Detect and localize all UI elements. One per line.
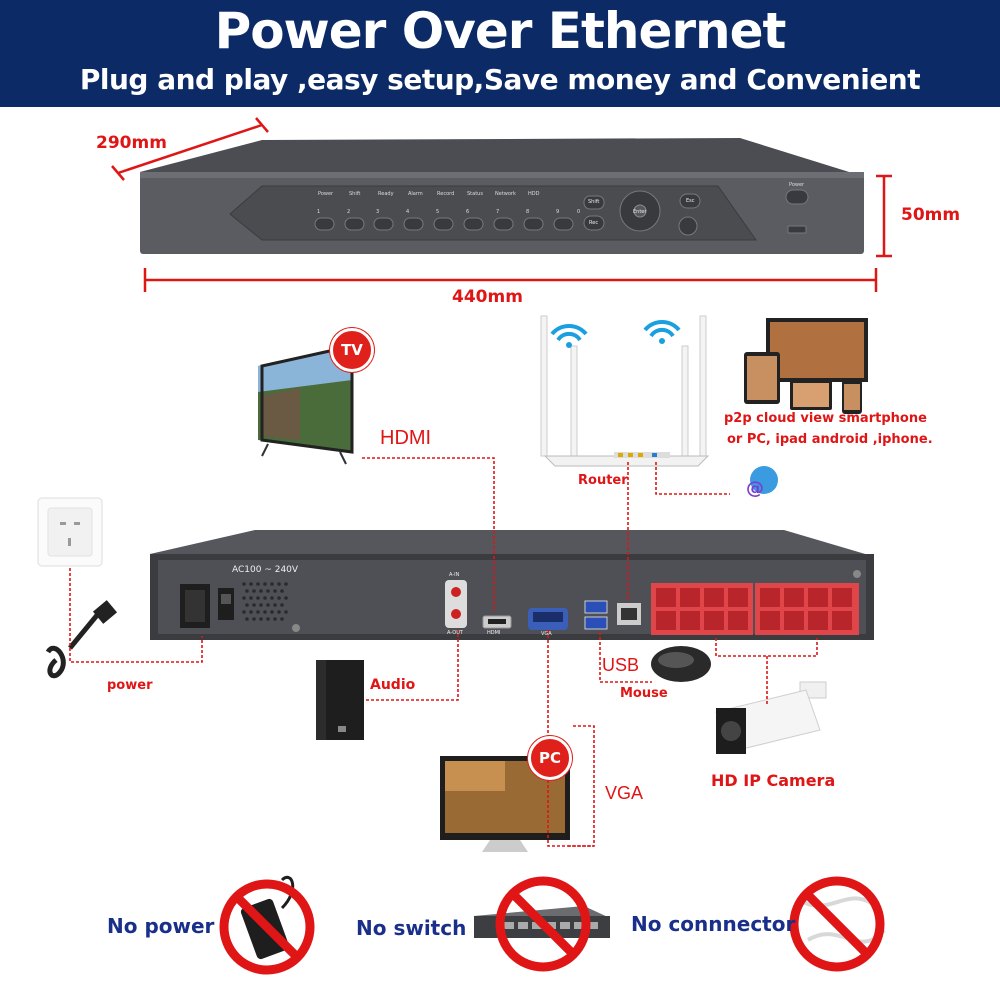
poe-ports [656, 588, 852, 630]
prohibition-icon [219, 876, 885, 975]
audio-out-label: A-OUT [447, 630, 463, 636]
width-label: 440mm [452, 287, 523, 307]
ac-voltage-label: AC100 ~ 240V [232, 565, 299, 575]
svg-text:@: @ [746, 478, 764, 499]
router-label: Router [578, 473, 628, 488]
audio-label: Audio [370, 677, 416, 693]
hdmi-label: HDMI [380, 427, 432, 449]
speaker-image [316, 660, 364, 740]
indicator-power: Power [318, 191, 334, 197]
mouse-image [651, 646, 711, 682]
nvr-front-unit [140, 138, 864, 254]
hdmi-port-label: HDMI [487, 630, 501, 636]
height-label: 50mm [901, 205, 961, 225]
channel-number: 2 [347, 209, 351, 215]
indicator-shift: Shift [349, 191, 361, 197]
no-switch-label: No switch [356, 916, 467, 940]
indicator-hdd: HDD [528, 191, 540, 197]
hd-ip-camera-label: HD IP Camera [711, 771, 836, 790]
power-label: power [107, 678, 153, 693]
devices-image [744, 318, 868, 414]
channel-number: 6 [466, 209, 470, 215]
usb-label: USB [602, 655, 640, 675]
ip-camera-image [715, 681, 827, 754]
no-connector-label: No connnector [631, 912, 796, 936]
vga-port-label: VGA [541, 631, 552, 637]
channel-number: 5 [436, 209, 440, 215]
page-title: Power Over Ethernet [214, 2, 787, 60]
audio-in-label: A-IN [449, 572, 460, 578]
pc-badge: PC [528, 736, 572, 780]
enter-button-label: Enter [633, 209, 647, 215]
power-cable-image [45, 612, 100, 679]
channel-number: 9 [556, 209, 560, 215]
p2p-line-1: p2p cloud view smartphone [724, 411, 927, 426]
no-power-label: No power [107, 914, 215, 938]
indicator-status: Status [467, 191, 483, 197]
channel-number: 0 [577, 209, 581, 215]
wifi-icon [550, 319, 681, 342]
indicator-network: Network [495, 191, 516, 197]
channel-number: 1 [317, 209, 321, 215]
dimension-lines [111, 117, 892, 292]
channel-number: 7 [496, 209, 500, 215]
channel-number: 4 [406, 209, 410, 215]
esc-button-label: Esc [686, 198, 695, 204]
channel-number: 8 [526, 209, 530, 215]
router-image [540, 315, 710, 467]
globe-icon: @ [746, 466, 778, 499]
wall-socket-image [37, 497, 103, 567]
front-power-label: Power [789, 182, 805, 188]
connection-lines [69, 457, 818, 847]
indicator-record: Record [437, 191, 455, 197]
rec-button-label: Rec [589, 220, 599, 226]
p2p-line-2: or PC, ipad android ,iphone. [727, 432, 933, 447]
mouse-label: Mouse [620, 686, 668, 701]
depth-label: 290mm [96, 133, 167, 153]
channel-number: 3 [376, 209, 380, 215]
tv-badge: TV [330, 328, 374, 372]
indicator-ready: Ready [378, 191, 394, 197]
indicator-alarm: Alarm [408, 191, 423, 197]
page-subtitle: Plug and play ,easy setup,Save money and… [79, 63, 921, 96]
vga-label: VGA [605, 783, 644, 803]
header-banner: Power Over Ethernet Plug and play ,easy … [0, 0, 1000, 107]
shift-button-label: Shift [588, 199, 600, 205]
tv-image [258, 344, 354, 465]
